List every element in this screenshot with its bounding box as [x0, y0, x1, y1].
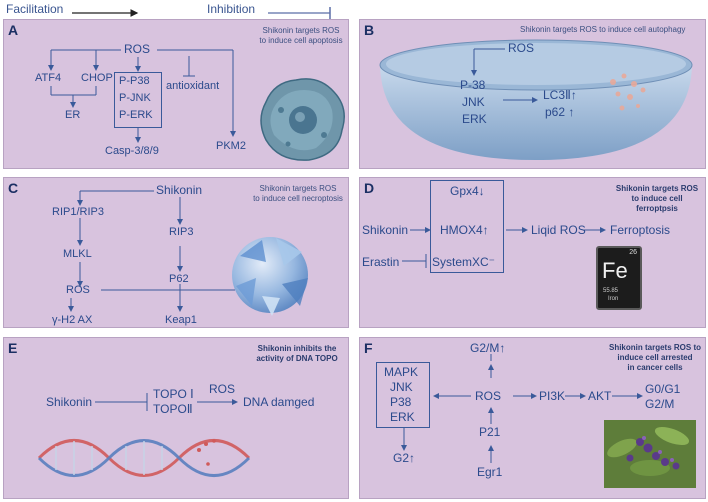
- d-systemxc: SystemXC⁻: [432, 255, 496, 269]
- b-p38: P-38: [460, 78, 486, 92]
- panel-b-arrows: [379, 39, 693, 160]
- panel-b: B Shikonin targets ROS to induce cell au…: [359, 19, 706, 169]
- a-antioxidant: antioxidant: [166, 80, 220, 92]
- a-pkm2: PKM2: [216, 140, 246, 152]
- panel-a-arrows: [48, 49, 345, 161]
- c-keap1: Keap1: [165, 314, 197, 326]
- d-ferroptosis: Ferroptosis: [610, 223, 671, 237]
- panel-f-arrows: [401, 354, 696, 488]
- panel-f-label: F: [364, 340, 373, 356]
- b-erk: ERK: [462, 112, 487, 126]
- panel-d-label: D: [364, 180, 375, 196]
- f-g2m: G2/M: [645, 397, 675, 411]
- e-ros: ROS: [209, 382, 236, 396]
- e-topo2: TOPOⅡ: [153, 402, 193, 416]
- b-jnk: JNK: [462, 95, 485, 109]
- legend-inhibition-label: Inhibition: [207, 2, 256, 16]
- d-shikonin: Shikonin: [362, 223, 409, 237]
- panel-d-arrows: [402, 227, 606, 268]
- b-lc3: LC3Ⅱ↑: [543, 88, 577, 102]
- e-topo1: TOPO Ⅰ: [153, 387, 194, 401]
- legend-symbols: [72, 7, 331, 19]
- d-gpx4: Gpx4↓: [450, 184, 485, 198]
- panel-a-label: A: [8, 22, 19, 38]
- c-p62: P62: [169, 273, 189, 285]
- f-g2: G2↑: [393, 451, 416, 465]
- f-akt: AKT: [588, 389, 612, 403]
- a-mapk-box: [114, 72, 162, 128]
- a-pp38: P-P38: [119, 75, 150, 87]
- comfrey-plant-illustration: [604, 420, 696, 488]
- f-p38: P38: [390, 395, 412, 409]
- e-dna: DNA damged: [243, 395, 315, 409]
- c-h2ax: γ-H2 AX: [52, 314, 93, 326]
- c-mlkl: MLKL: [63, 248, 92, 260]
- b-p62: p62 ↑: [545, 105, 575, 119]
- a-ros: ROS: [124, 42, 151, 56]
- f-mapk-box: [376, 362, 430, 428]
- a-atf4: ATF4: [35, 72, 62, 84]
- cell-bowl-illustration: [379, 39, 693, 160]
- f-pi3k: PI3K: [539, 389, 566, 403]
- f-mapk: MAPK: [384, 365, 419, 379]
- f-g0g1: G0/G1: [645, 382, 681, 396]
- a-casp: Casp-3/8/9: [105, 145, 159, 157]
- c-rip3: RIP3: [169, 226, 194, 238]
- panel-c-arrows: [68, 190, 308, 316]
- f-g2m-up: G2/M↑: [470, 341, 506, 355]
- a-er: ER: [65, 109, 81, 121]
- a-pjnk: P-JNK: [119, 92, 151, 104]
- dna-helix-illustration: [37, 439, 251, 477]
- panel-b-title: Shikonin targets ROS to induce cell auto…: [520, 25, 686, 34]
- c-rip1rip3: RIP1/RIP3: [52, 206, 104, 218]
- apoptotic-cell-illustration: [260, 78, 345, 161]
- f-ros: ROS: [475, 389, 502, 403]
- iron-element-tile: 26 Fe 55.85 Iron: [596, 246, 642, 310]
- b-ros: ROS: [508, 41, 535, 55]
- d-hmox: HMOX4↑: [440, 223, 489, 237]
- d-box: [430, 180, 504, 273]
- f-jnk: JNK: [390, 380, 413, 394]
- e-shikonin: Shikonin: [46, 395, 93, 409]
- d-erastin: Erastin: [362, 255, 400, 269]
- panel-c-label: C: [8, 180, 19, 196]
- c-ros: ROS: [66, 284, 90, 296]
- c-shikonin: Shikonin: [156, 183, 203, 197]
- panel-e-arrows: [37, 393, 251, 477]
- panel-e-label: E: [8, 340, 18, 356]
- f-p21: P21: [479, 425, 501, 439]
- a-chop: CHOP: [81, 72, 113, 84]
- d-lipid: Liqid ROS: [531, 223, 586, 237]
- f-egr1: Egr1: [477, 465, 503, 479]
- necroptosis-sphere-illustration: [232, 237, 308, 316]
- panel-b-label: B: [364, 22, 375, 38]
- f-erk: ERK: [390, 410, 415, 424]
- a-perk: P-ERK: [119, 109, 153, 121]
- legend-facilitation-label: Facilitation: [6, 2, 64, 16]
